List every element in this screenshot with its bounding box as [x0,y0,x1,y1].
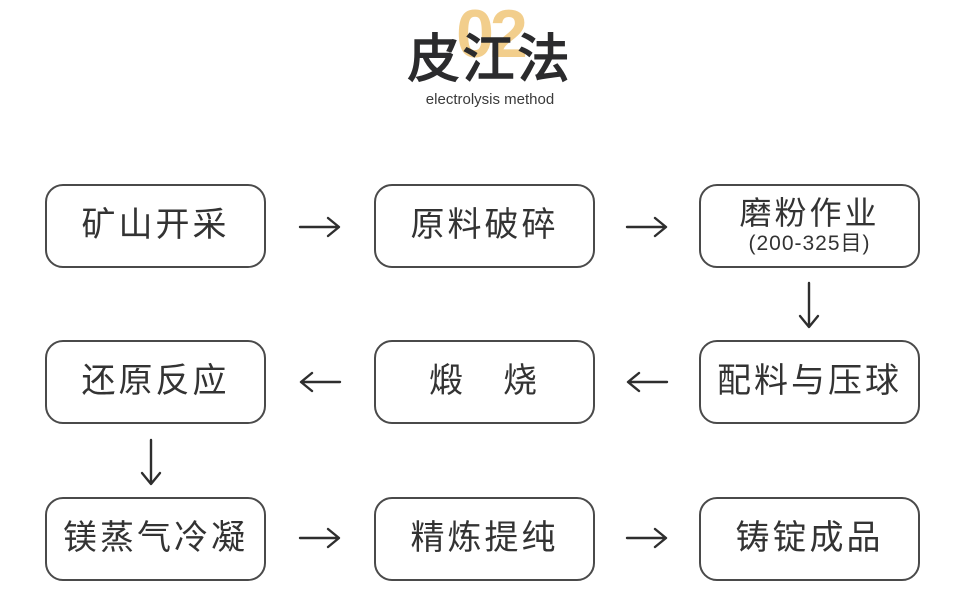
flow-node-label: 镁蒸气冷凝 [63,519,248,558]
flow-node-casting: 铸锭成品 [699,497,920,581]
header: 02 皮江法 electrolysis method [0,0,980,120]
flow-node-label: 还原反应 [81,362,230,401]
flow-node-label: 磨粉作业 [739,194,880,231]
flow-node-briquetting: 配料与压球 [699,340,920,424]
arrow-left-icon [625,369,669,395]
flow-node-sublabel: (200-325目) [748,232,871,255]
flow-node-label: 铸锭成品 [735,519,884,558]
arrow-right-icon [625,214,669,240]
arrow-right-icon [298,214,342,240]
flow-node-mining: 矿山开采 [45,184,266,268]
flow-node-label: 原料破碎 [410,206,559,245]
flow-node-condensation: 镁蒸气冷凝 [45,497,266,581]
flow-node-label: 矿山开采 [81,206,230,245]
flow-node-refining: 精炼提纯 [374,497,595,581]
arrow-right-icon [625,525,669,551]
flow-node-label: 配料与压球 [717,362,902,401]
arrow-right-icon [298,525,342,551]
flow-node-reduction: 还原反应 [45,340,266,424]
step-number: 02 [456,0,528,72]
page-subtitle: electrolysis method [425,91,555,108]
flow-node-label: 煅 烧 [429,362,540,401]
arrow-down-icon [138,438,164,488]
flow-node-calcination: 煅 烧 [374,340,595,424]
arrow-left-icon [298,369,342,395]
page-title: 皮江法 [407,31,573,89]
flow-node-crushing: 原料破碎 [374,184,595,268]
flow-node-label: 精炼提纯 [410,519,559,558]
flow-node-milling: 磨粉作业 (200-325目) [699,184,920,268]
arrow-down-icon [796,281,822,331]
